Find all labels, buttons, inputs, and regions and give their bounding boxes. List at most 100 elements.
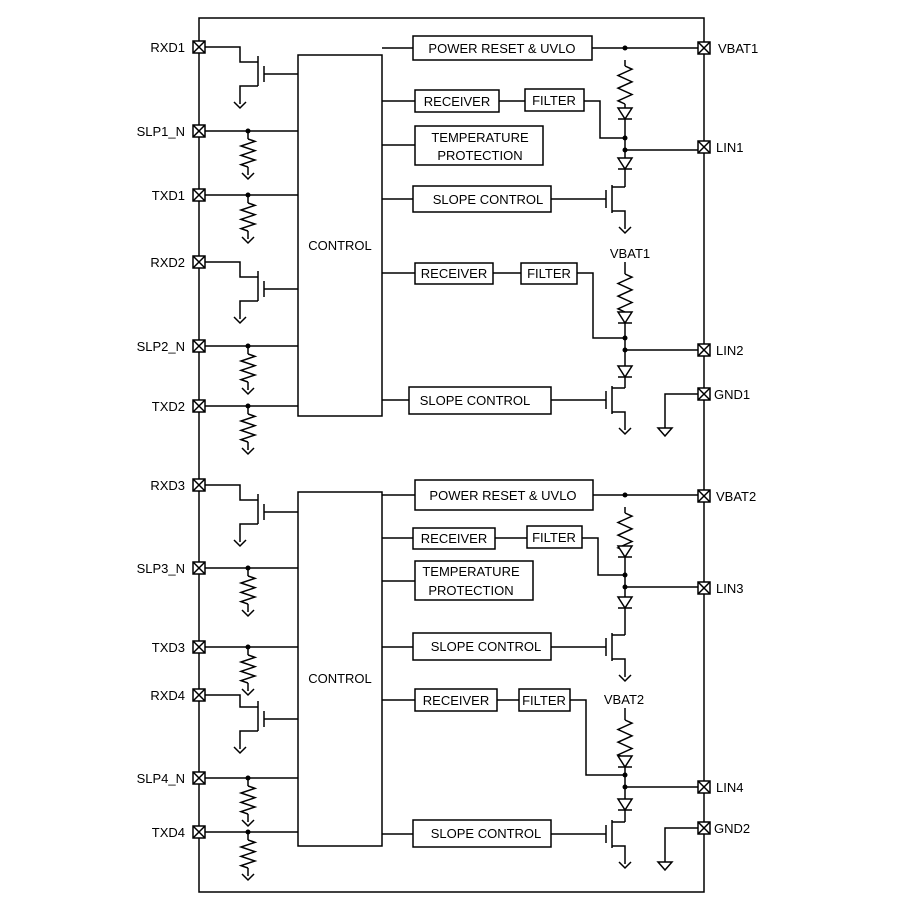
- resistor-symbol: [238, 575, 258, 605]
- receiver-block-1: RECEIVER: [414, 89, 500, 113]
- ground-arrow: [233, 746, 247, 755]
- wire: [239, 85, 258, 104]
- svg-text:TEMPERATURE: TEMPERATURE: [431, 130, 529, 145]
- svg-text:FILTER: FILTER: [527, 266, 571, 281]
- ground-symbol: [656, 427, 674, 438]
- wire: [205, 694, 258, 708]
- diode-symbol: [616, 107, 634, 121]
- junction-dot: [622, 335, 628, 341]
- wire: [239, 523, 258, 542]
- ground-arrow: [241, 172, 255, 181]
- pin-box-right-3-x: [697, 343, 711, 357]
- junction-dot: [622, 45, 628, 51]
- pin-rxd1: RXD1: [150, 40, 185, 55]
- pin-vbat1: VBAT1: [718, 41, 758, 56]
- wire: [570, 699, 625, 776]
- wire: [584, 100, 625, 139]
- ground-arrow: [241, 236, 255, 245]
- pin-slp1-n: SLP1_N: [137, 124, 185, 139]
- diode-symbol: [616, 755, 634, 769]
- svg-text:FILTER: FILTER: [532, 93, 576, 108]
- wire: [612, 210, 626, 229]
- svg-text:VBAT1: VBAT1: [718, 41, 758, 56]
- svg-text:RECEIVER: RECEIVER: [424, 94, 490, 109]
- pin-gnd1: GND1: [714, 387, 750, 402]
- junction-dot: [622, 772, 628, 778]
- slope-control-block-2: SLOPE CONTROL: [408, 386, 552, 415]
- svg-text:POWER RESET & UVLO: POWER RESET & UVLO: [429, 488, 576, 503]
- pin-box-right-4-x: [697, 387, 711, 401]
- svg-text:FILTER: FILTER: [522, 693, 566, 708]
- resistor-symbol: [616, 65, 634, 105]
- pin-slp2-n: SLP2_N: [137, 339, 185, 354]
- ground-symbol: [656, 861, 674, 872]
- pin-rxd4: RXD4: [150, 688, 185, 703]
- resistor-symbol: [238, 785, 258, 815]
- svg-text:SLP1_N: SLP1_N: [137, 124, 185, 139]
- pin-box-left-8-x: [192, 561, 206, 575]
- diode-symbol: [616, 365, 634, 379]
- pin-box-right-5-x: [697, 489, 711, 503]
- svg-text:RXD4: RXD4: [150, 688, 185, 703]
- resistor-symbol: [238, 202, 258, 232]
- svg-text:PROTECTION: PROTECTION: [437, 148, 522, 163]
- vbat1-internal-label: VBAT1: [610, 246, 650, 261]
- wire: [205, 46, 258, 63]
- control-label-2: CONTROL: [308, 671, 372, 686]
- wire: [664, 827, 698, 862]
- svg-text:FILTER: FILTER: [532, 530, 576, 545]
- svg-text:TEMPERATURE: TEMPERATURE: [422, 564, 520, 579]
- pin-box-left-4-x: [192, 255, 206, 269]
- power-reset-uvlo-block-1: POWER RESET & UVLO: [412, 35, 593, 61]
- pin-box-left-1-x: [192, 40, 206, 54]
- wire: [205, 261, 258, 278]
- filter-block-4: FILTER: [518, 688, 571, 712]
- resistor-symbol: [616, 273, 634, 313]
- svg-text:TXD3: TXD3: [152, 640, 185, 655]
- ground-arrow: [241, 447, 255, 456]
- pin-box-left-6-x: [192, 399, 206, 413]
- pin-box-right-7-x: [697, 780, 711, 794]
- resistor-symbol: [616, 719, 634, 759]
- junction-dot: [622, 135, 628, 141]
- resistor-symbol: [238, 353, 258, 383]
- ground-arrow: [618, 861, 632, 870]
- control-label-1: CONTROL: [308, 238, 372, 253]
- pin-txd1: TXD1: [152, 188, 185, 203]
- pin-box-right-2-x: [697, 140, 711, 154]
- diode-symbol: [616, 596, 634, 610]
- pin-txd4: TXD4: [152, 825, 185, 840]
- svg-text:VBAT2: VBAT2: [716, 489, 756, 504]
- pin-slp4-n: SLP4_N: [137, 771, 185, 786]
- pin-box-left-11-x: [192, 771, 206, 785]
- ground-arrow: [618, 674, 632, 683]
- wire: [612, 411, 626, 430]
- resistor-symbol: [238, 839, 258, 869]
- svg-text:RECEIVER: RECEIVER: [421, 266, 487, 281]
- wire: [612, 845, 626, 864]
- junction-dot: [622, 572, 628, 578]
- ground-arrow: [241, 387, 255, 396]
- ground-arrow: [241, 688, 255, 697]
- junction-dot: [622, 492, 628, 498]
- slope-control-block-3: SLOPE CONTROL: [412, 632, 552, 661]
- pin-vbat2: VBAT2: [716, 489, 756, 504]
- wire: [239, 300, 258, 319]
- filter-block-2: FILTER: [520, 262, 578, 285]
- diode-symbol: [616, 545, 634, 559]
- pin-box-right-1-x: [697, 41, 711, 55]
- ground-arrow: [241, 873, 255, 882]
- svg-text:LIN1: LIN1: [716, 140, 743, 155]
- temperature-protection-block-1: TEMPERATURE PROTECTION: [414, 125, 544, 166]
- diode-symbol: [616, 157, 634, 171]
- pin-lin4: LIN4: [716, 780, 743, 795]
- wire: [664, 393, 698, 428]
- svg-text:TXD1: TXD1: [152, 188, 185, 203]
- pin-box-right-6-x: [697, 581, 711, 595]
- ground-arrow: [618, 427, 632, 436]
- pin-box-left-2-x: [192, 124, 206, 138]
- vbat2-internal-label: VBAT2: [604, 692, 644, 707]
- filter-block-3: FILTER: [526, 525, 583, 549]
- pin-lin1: LIN1: [716, 140, 743, 155]
- control-block-2: CONTROL: [297, 491, 383, 847]
